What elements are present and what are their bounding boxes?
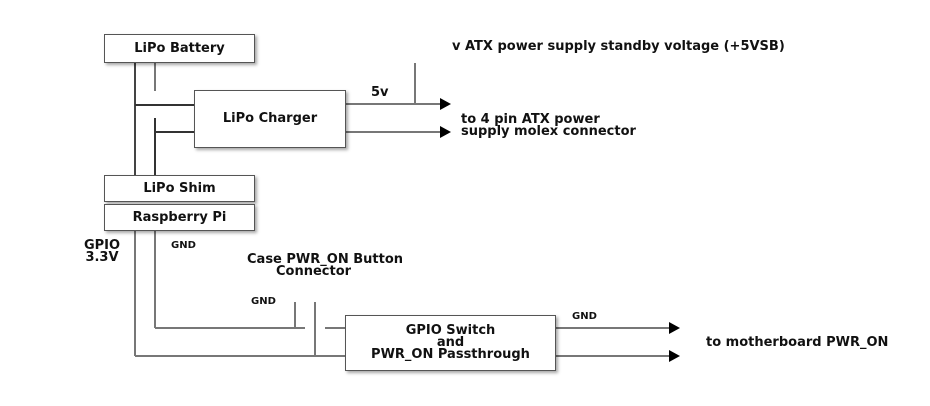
lipo-shim-block: LiPo Shim: [104, 175, 255, 202]
gpio-label-1: GPIO: [83, 238, 121, 253]
switch-label-1: GPIO Switch: [405, 323, 496, 338]
raspberry-pi-block: Raspberry Pi: [104, 204, 255, 231]
motherboard-label: to motherboard PWR_ON: [706, 335, 889, 350]
arrow-switch-gnd: [669, 322, 680, 334]
case-label-1: Case PWR_ON Button: [247, 252, 404, 267]
gnd-out-label: GND: [572, 311, 597, 322]
gnd-case-label: GND: [251, 296, 276, 307]
gnd-pi-label: GND: [171, 240, 196, 251]
arrow-gnd: [440, 126, 451, 138]
arrow-switch-pwr: [669, 350, 680, 362]
gpio-switch-block: GPIO Switch and PWR_ON Passthrough: [345, 315, 556, 371]
arrow-5v: [440, 98, 451, 110]
lipo-charger-block: LiPo Charger: [194, 90, 346, 148]
lipo-battery-block: LiPo Battery: [104, 34, 255, 63]
five-volt-label: 5v: [371, 85, 389, 100]
atx-label-2: supply molex connector: [461, 124, 636, 139]
switch-label-2: and: [436, 335, 465, 350]
atx-label-1: to 4 pin ATX power: [461, 112, 600, 127]
switch-label-3: PWR_ON Passthrough: [371, 347, 530, 362]
case-label-2: Connector: [276, 264, 352, 279]
gpio-label-2: 3.3V: [85, 250, 119, 265]
standby-label: v ATX power supply standby voltage (+5VS…: [452, 39, 785, 54]
